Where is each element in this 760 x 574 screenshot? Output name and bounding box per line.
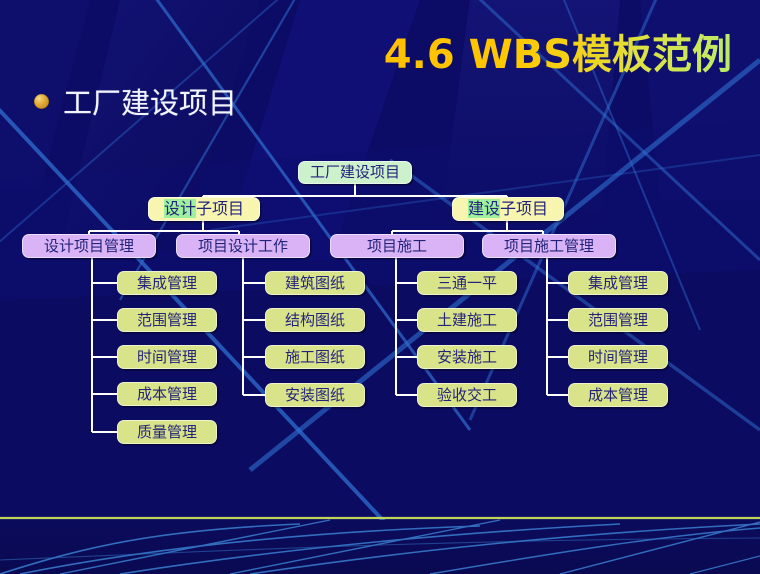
leaf-c2-1-label: 结构图纸 xyxy=(284,310,345,329)
leaf-c2-3[interactable]: 安装图纸 xyxy=(265,383,365,407)
leaf-c1-3-label: 成本管理 xyxy=(136,384,197,403)
leaf-c3-2[interactable]: 安装施工 xyxy=(417,345,517,369)
bullet-heading: 工厂建设项目 xyxy=(34,80,237,122)
leaf-c3-2-label: 安装施工 xyxy=(436,347,497,366)
leaf-c4-1[interactable]: 范围管理 xyxy=(568,308,668,332)
leaf-c2-0[interactable]: 建筑图纸 xyxy=(265,271,365,295)
leaf-c4-1-label: 范围管理 xyxy=(587,310,648,329)
leaf-c1-1-label: 范围管理 xyxy=(136,310,197,329)
node-project-construction-label: 项目施工 xyxy=(366,236,427,255)
node-project-design-work[interactable]: 项目设计工作 xyxy=(176,234,310,258)
leaf-c4-3[interactable]: 成本管理 xyxy=(568,383,668,407)
leaf-c1-4-label: 质量管理 xyxy=(136,422,197,441)
leaf-c2-2-label: 施工图纸 xyxy=(284,347,345,366)
node-subproject-build[interactable]: 建设子项目 xyxy=(452,197,564,221)
leaf-c4-3-label: 成本管理 xyxy=(587,385,648,404)
leaf-c1-2[interactable]: 时间管理 xyxy=(117,345,217,369)
node-design-project-management-label: 设计项目管理 xyxy=(43,236,134,255)
node-project-design-work-label: 项目设计工作 xyxy=(197,236,288,255)
node-subproject-build-rest: 子项目 xyxy=(500,199,549,218)
leaf-c3-0-label: 三通一平 xyxy=(436,273,497,292)
node-subproject-design-rest: 子项目 xyxy=(196,199,245,218)
node-subproject-design[interactable]: 设计子项目 xyxy=(148,197,260,221)
leaf-c2-1[interactable]: 结构图纸 xyxy=(265,308,365,332)
leaf-c3-3-label: 验收交工 xyxy=(436,385,497,404)
bullet-heading-label: 工厂建设项目 xyxy=(63,86,238,120)
node-project-construction-management-label: 项目施工管理 xyxy=(503,236,594,255)
bullet-dot-icon xyxy=(34,93,49,109)
leaf-c3-0[interactable]: 三通一平 xyxy=(417,271,517,295)
leaf-c2-0-label: 建筑图纸 xyxy=(284,273,345,292)
node-subproject-design-highlight: 设计 xyxy=(163,199,196,218)
leaf-c1-0-label: 集成管理 xyxy=(136,273,197,292)
leaf-c2-2[interactable]: 施工图纸 xyxy=(265,345,365,369)
leaf-c3-1-label: 土建施工 xyxy=(436,310,497,329)
leaf-c1-1[interactable]: 范围管理 xyxy=(117,308,217,332)
node-project-construction[interactable]: 项目施工 xyxy=(330,234,464,258)
leaf-c3-3[interactable]: 验收交工 xyxy=(417,383,517,407)
leaf-c1-3[interactable]: 成本管理 xyxy=(117,382,217,406)
leaf-c3-1[interactable]: 土建施工 xyxy=(417,308,517,332)
leaf-c4-0[interactable]: 集成管理 xyxy=(568,271,668,295)
leaf-c4-0-label: 集成管理 xyxy=(587,273,648,292)
node-subproject-build-label: 建设子项目 xyxy=(467,199,549,218)
node-subproject-build-highlight: 建设 xyxy=(467,199,500,218)
node-root[interactable]: 工厂建设项目 xyxy=(298,161,412,184)
node-design-project-management[interactable]: 设计项目管理 xyxy=(22,234,156,258)
leaf-c4-2-label: 时间管理 xyxy=(587,347,648,366)
node-root-label: 工厂建设项目 xyxy=(309,163,400,181)
leaf-c4-2[interactable]: 时间管理 xyxy=(568,345,668,369)
node-subproject-design-label: 设计子项目 xyxy=(163,199,245,218)
leaf-c1-4[interactable]: 质量管理 xyxy=(117,420,217,444)
leaf-c1-2-label: 时间管理 xyxy=(136,347,197,366)
leaf-c2-3-label: 安装图纸 xyxy=(284,385,345,404)
leaf-c1-0[interactable]: 集成管理 xyxy=(117,271,217,295)
node-project-construction-management[interactable]: 项目施工管理 xyxy=(482,234,616,258)
